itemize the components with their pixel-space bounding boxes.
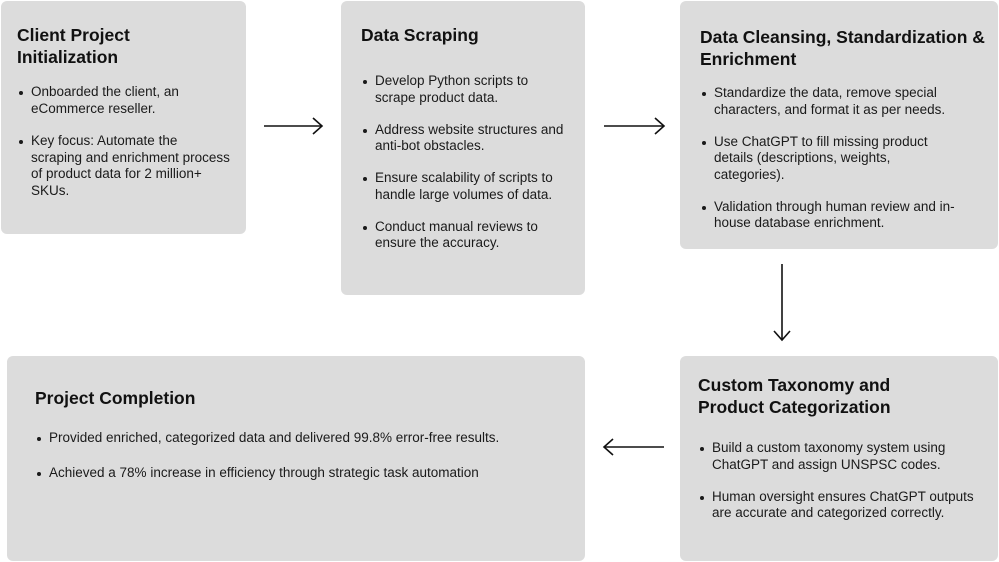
step-bullet: Develop Python scripts to scrape product…: [363, 73, 560, 106]
arrow-right-icon: [264, 117, 324, 135]
step-bullet: Achieved a 78% increase in efficiency th…: [37, 465, 571, 482]
step-title: Data Scraping: [361, 25, 479, 45]
step-bullet: Ensure scalability of scripts to handle …: [363, 170, 565, 203]
step-bullet-list: Provided enriched, categorized data and …: [35, 430, 571, 481]
step-bullet-list: Standardize the data, remove special cha…: [700, 85, 988, 232]
arrow-left-icon: [602, 438, 664, 456]
step-bullet: Standardize the data, remove special cha…: [702, 85, 982, 118]
step-bullet: Provided enriched, categorized data and …: [37, 430, 571, 447]
step-title: Project Completion: [35, 388, 196, 408]
step-card-client-project-initialization: Client Project Initialization Onboarded …: [1, 1, 246, 234]
step-bullet: Conduct manual reviews to ensure the acc…: [363, 219, 565, 252]
step-title: Custom Taxonomy and Product Categorizati…: [698, 375, 891, 417]
step-bullet-list: Onboarded the client, an eCommerce resel…: [17, 84, 232, 199]
arrow-down-icon: [773, 264, 791, 342]
step-card-custom-taxonomy: Custom Taxonomy and Product Categorizati…: [680, 356, 998, 561]
step-title: Data Cleansing, Standardization & Enrich…: [700, 27, 985, 69]
step-title: Client Project Initialization: [17, 25, 130, 67]
step-card-data-cleansing: Data Cleansing, Standardization & Enrich…: [680, 1, 998, 249]
step-bullet-list: Develop Python scripts to scrape product…: [361, 73, 571, 252]
arrow-right-icon: [604, 117, 666, 135]
step-bullet: Build a custom taxonomy system using Cha…: [700, 440, 987, 473]
step-card-project-completion: Project Completion Provided enriched, ca…: [7, 356, 585, 561]
step-bullet-list: Build a custom taxonomy system using Cha…: [698, 440, 988, 522]
step-card-data-scraping: Data Scraping Develop Python scripts to …: [341, 1, 585, 295]
step-bullet: Address website structures and anti-bot …: [363, 121, 564, 153]
step-bullet: Key focus: Automate the scraping and enr…: [19, 133, 230, 198]
step-bullet: Use ChatGPT to fill missing product deta…: [702, 134, 964, 184]
step-bullet: Onboarded the client, an eCommerce resel…: [19, 84, 211, 117]
step-bullet: Validation through human review and in-h…: [702, 199, 976, 232]
step-bullet: Human oversight ensures ChatGPT outputs …: [700, 489, 977, 522]
